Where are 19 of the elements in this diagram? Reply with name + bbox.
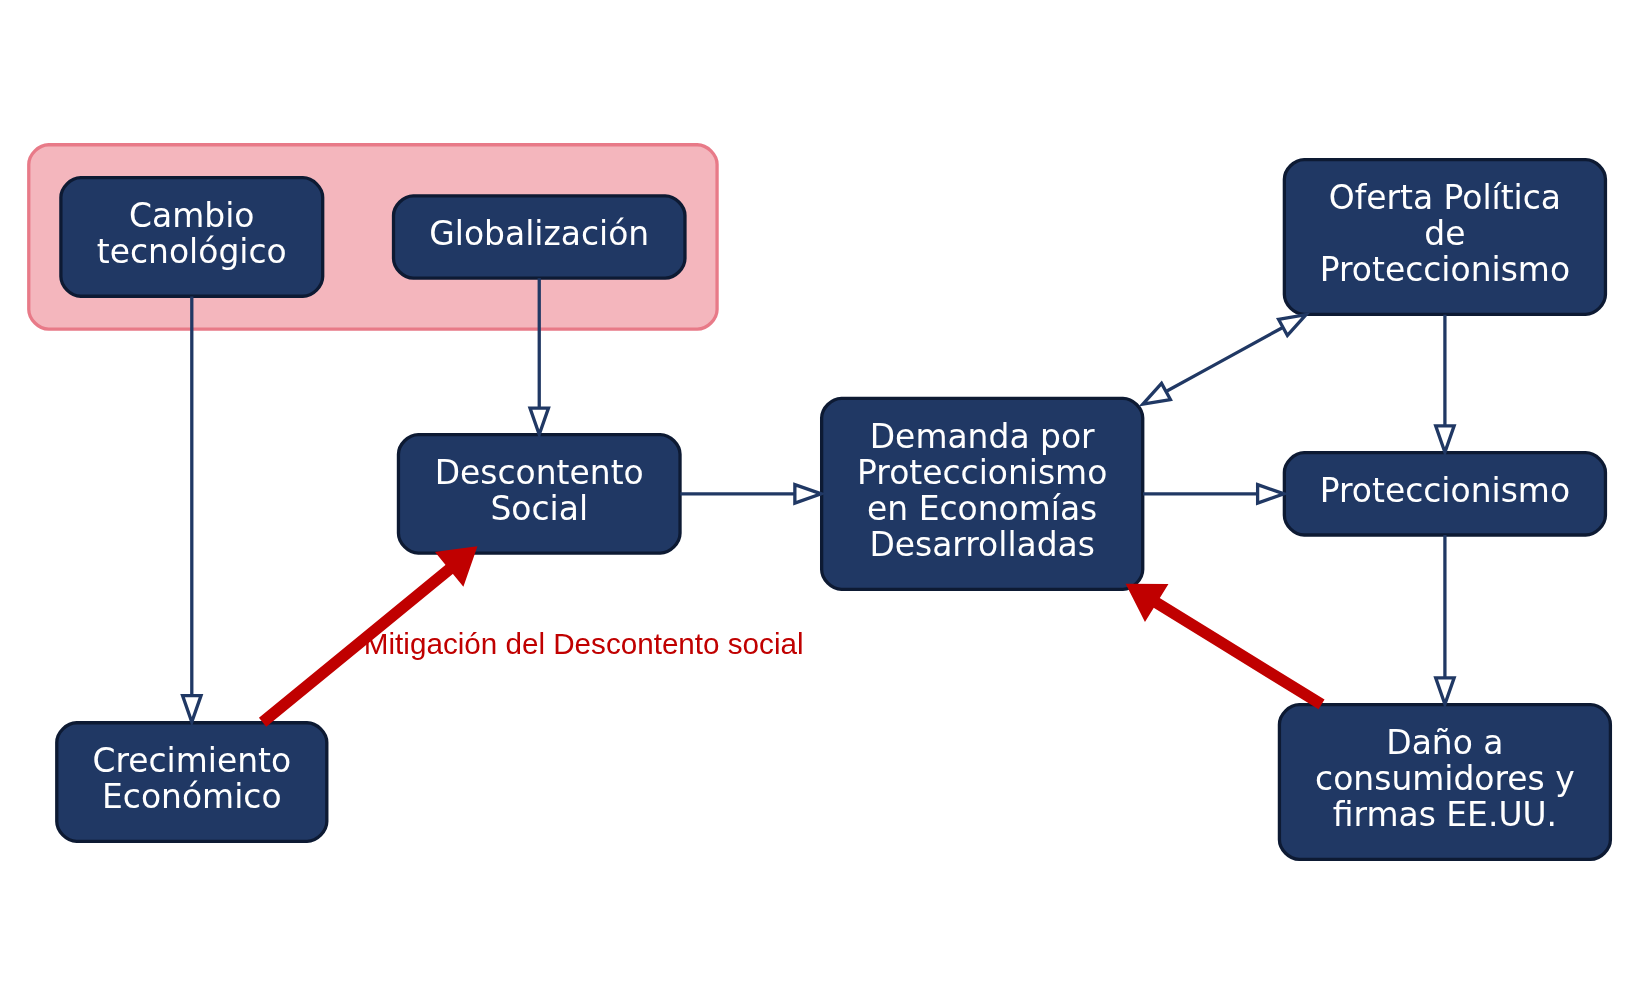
arrow: [680, 481, 827, 505]
arrow: [1433, 534, 1457, 709]
arrow: [180, 296, 204, 727]
arrow: [1125, 583, 1325, 709]
edge-label: Mitigación del Descontento social: [363, 626, 804, 660]
node-box: Daño a consumidores y firmas EE.UU.: [1277, 702, 1613, 861]
arrow: [1433, 314, 1457, 457]
node-box: Descontento Social: [396, 432, 682, 555]
arrow: [527, 277, 551, 439]
node-box: Cambio tecnológico: [59, 175, 325, 298]
cluster: [27, 142, 719, 331]
node-box: Demanda por Proteccionismo en Economías Desarrolladas: [820, 396, 1145, 591]
arrow: [1138, 311, 1311, 407]
node-box: Proteccionismo: [1282, 450, 1608, 537]
node-box: Globalización: [391, 193, 687, 280]
node-box: Oferta Política de Proteccionismo: [1282, 157, 1608, 316]
node-box: Crecimiento Económico: [55, 720, 329, 843]
arrow: [1143, 481, 1289, 505]
arrow: [258, 545, 478, 727]
